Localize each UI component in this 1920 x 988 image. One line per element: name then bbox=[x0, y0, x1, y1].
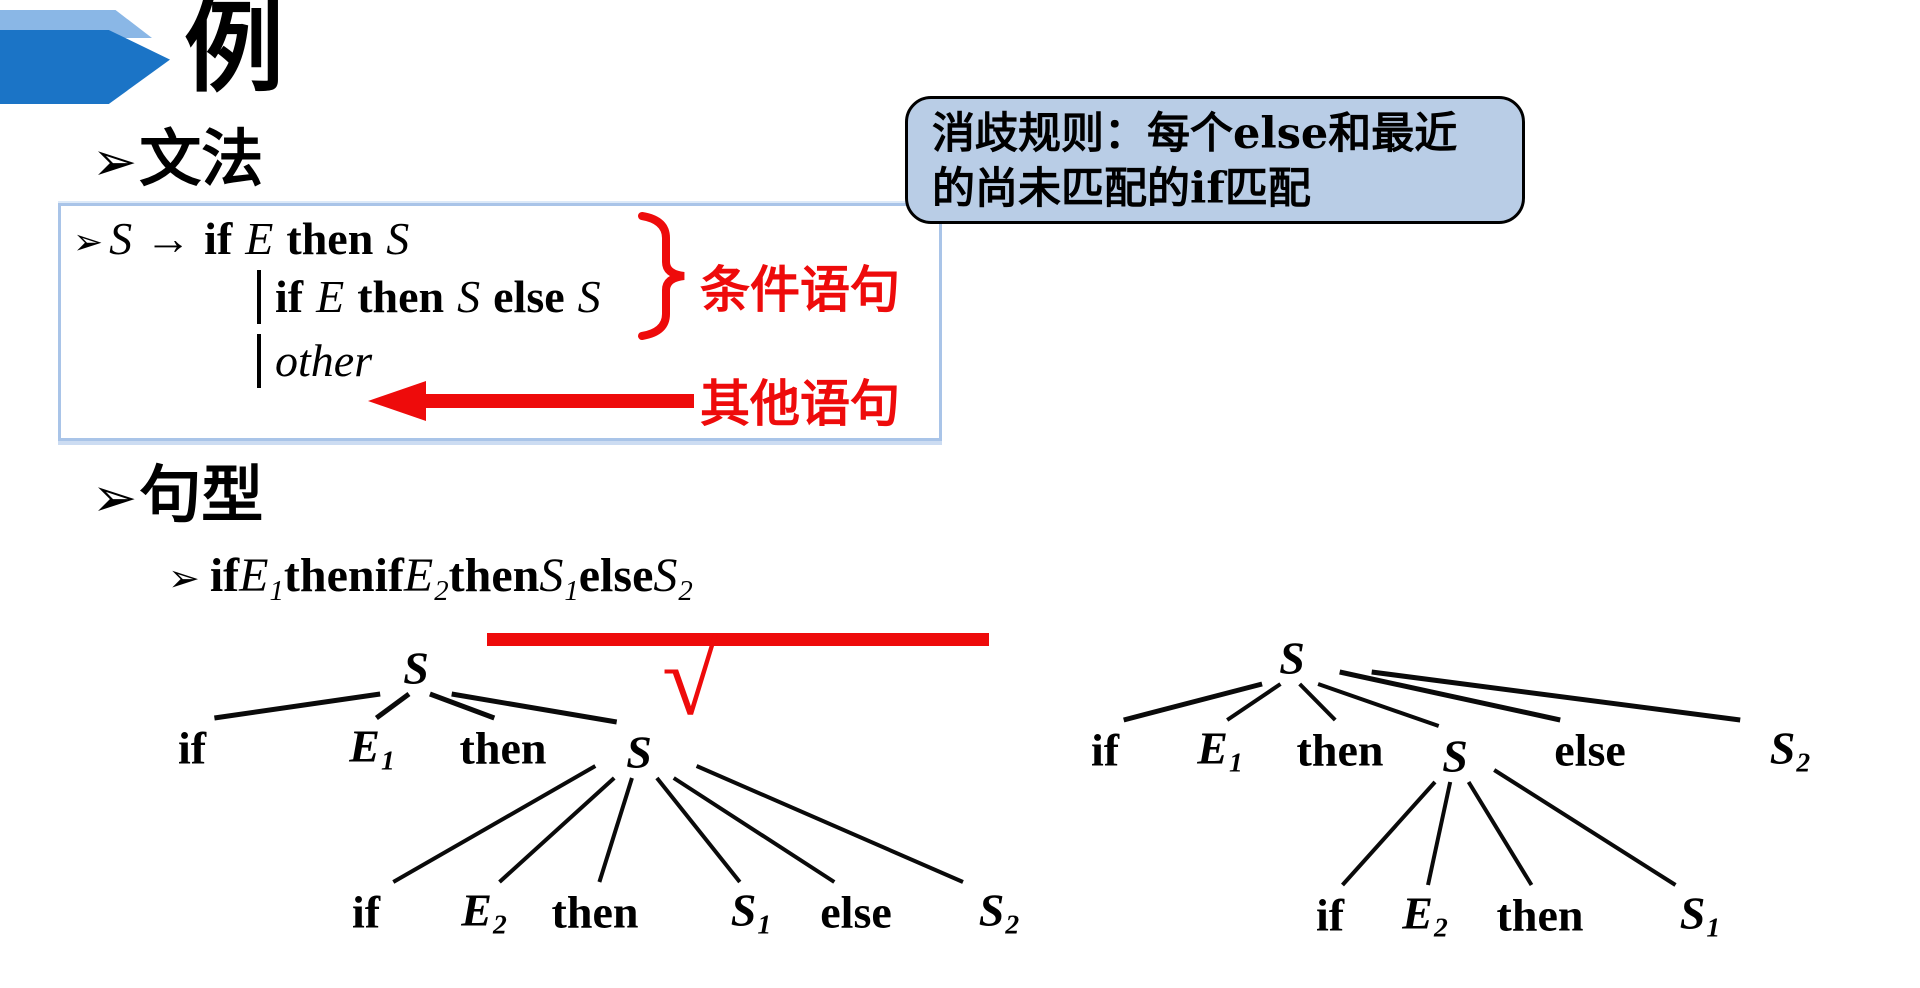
tree-node-then: then bbox=[551, 886, 639, 938]
tree-edge bbox=[1493, 768, 1677, 887]
token-else: else bbox=[578, 549, 654, 602]
token-S: S bbox=[109, 213, 133, 264]
token-then: then bbox=[286, 213, 374, 264]
section-sentential-form: ➢ 句型 bbox=[92, 444, 263, 534]
tree-node-else: else bbox=[1554, 724, 1626, 776]
token-S: S2 bbox=[653, 549, 693, 607]
tree-edge bbox=[1123, 681, 1263, 723]
tree-node-S: S bbox=[403, 642, 429, 694]
arrow-annotation: 其他语句 bbox=[700, 374, 900, 433]
tree-edge bbox=[1426, 781, 1453, 886]
section-grammar: ➢ 文法 bbox=[92, 108, 263, 198]
tree-edge bbox=[1371, 669, 1741, 723]
tree-edge bbox=[392, 764, 597, 884]
alternative-bar-icon bbox=[257, 334, 261, 388]
token-S: S bbox=[577, 271, 601, 322]
red-brace-icon bbox=[638, 212, 685, 340]
arrowhead-bullet-icon: ➢ bbox=[92, 130, 138, 193]
tree-edge bbox=[1341, 780, 1437, 887]
token-E: E2 bbox=[403, 549, 449, 607]
token-if: if bbox=[209, 549, 240, 602]
disambiguation-rule-callout: 消歧规则：每个else和最近 的尚未匹配的if匹配 bbox=[905, 96, 1525, 224]
tree-node-S: S bbox=[1279, 632, 1305, 684]
tree-edge bbox=[597, 777, 634, 883]
arrowhead-bullet-icon: ➢ bbox=[73, 221, 104, 262]
arrowhead-bullet-icon: ➢ bbox=[92, 466, 138, 529]
token-then: then bbox=[357, 271, 445, 322]
token-S: S1 bbox=[539, 549, 579, 607]
callout-line-2: 的尚未匹配的if匹配 bbox=[932, 164, 1311, 214]
tree-edge bbox=[655, 776, 742, 884]
alternative-bar-icon bbox=[257, 270, 261, 324]
token-else: else bbox=[493, 271, 565, 322]
token-E: E bbox=[245, 213, 274, 264]
section-grammar-label: 文法 bbox=[139, 122, 264, 195]
tree-node-E1: E1 bbox=[349, 720, 395, 776]
callout-line-1: 消歧规则：每个else和最近 bbox=[932, 109, 1458, 159]
tree-edge bbox=[214, 691, 381, 721]
token-if: if bbox=[204, 213, 233, 264]
tree-node-S1: S1 bbox=[730, 884, 772, 940]
tree-edge bbox=[1298, 682, 1337, 722]
grammar-rule-line-3: other bbox=[257, 334, 385, 388]
tree-node-E1: E1 bbox=[1197, 722, 1243, 778]
red-left-arrow-icon bbox=[368, 381, 694, 421]
tree-node-then: then bbox=[1296, 724, 1384, 776]
token-then: then bbox=[283, 549, 375, 602]
red-underline bbox=[487, 633, 989, 646]
token-S: S bbox=[457, 271, 481, 322]
tree-node-S2: S2 bbox=[978, 884, 1020, 940]
token-E: E bbox=[316, 271, 345, 322]
tree-node-then: then bbox=[1496, 889, 1584, 941]
tree-edge bbox=[1466, 780, 1534, 887]
tree-node-S: S bbox=[626, 726, 652, 778]
page-title: 例 bbox=[184, 0, 284, 104]
tree-node-if: if bbox=[1315, 889, 1345, 941]
sentential-form-text: ➢ifE1thenifE2thenS1elseS2 bbox=[168, 548, 693, 608]
tree-node-E2: E2 bbox=[1402, 887, 1448, 943]
tree-node-E2: E2 bbox=[461, 884, 507, 940]
token-E: E1 bbox=[239, 549, 284, 607]
token-if: if bbox=[374, 549, 404, 602]
tree-edge bbox=[498, 776, 616, 884]
tree-edge bbox=[374, 691, 411, 721]
section-sentential-form-label: 句型 bbox=[139, 458, 264, 531]
tree-edge bbox=[695, 764, 964, 884]
tree-node-if: if bbox=[351, 886, 381, 938]
token-→: → bbox=[145, 213, 192, 264]
check-mark: √ bbox=[662, 624, 718, 737]
tree-edge bbox=[451, 691, 618, 725]
arrowhead-bullet-icon: ➢ bbox=[168, 558, 200, 600]
tree-edge bbox=[672, 776, 836, 884]
tree-edge bbox=[1339, 669, 1561, 723]
tree-node-then: then bbox=[459, 722, 547, 774]
tree-node-if: if bbox=[1090, 724, 1120, 776]
tree-node-else: else bbox=[820, 886, 892, 938]
token-other: other bbox=[275, 335, 373, 386]
tree-node-S2: S2 bbox=[1769, 722, 1811, 778]
tree-node-if: if bbox=[177, 722, 207, 774]
tree-edge bbox=[429, 691, 496, 721]
token-then: then bbox=[448, 549, 540, 602]
tree-edge bbox=[1317, 682, 1440, 728]
brace-annotation: 条件语句 bbox=[700, 260, 900, 319]
token-S: S bbox=[386, 213, 410, 264]
tree-edge bbox=[1226, 682, 1282, 722]
tree-node-S1: S1 bbox=[1679, 887, 1721, 943]
tree-node-S: S bbox=[1442, 730, 1468, 782]
token-if: if bbox=[275, 271, 304, 322]
